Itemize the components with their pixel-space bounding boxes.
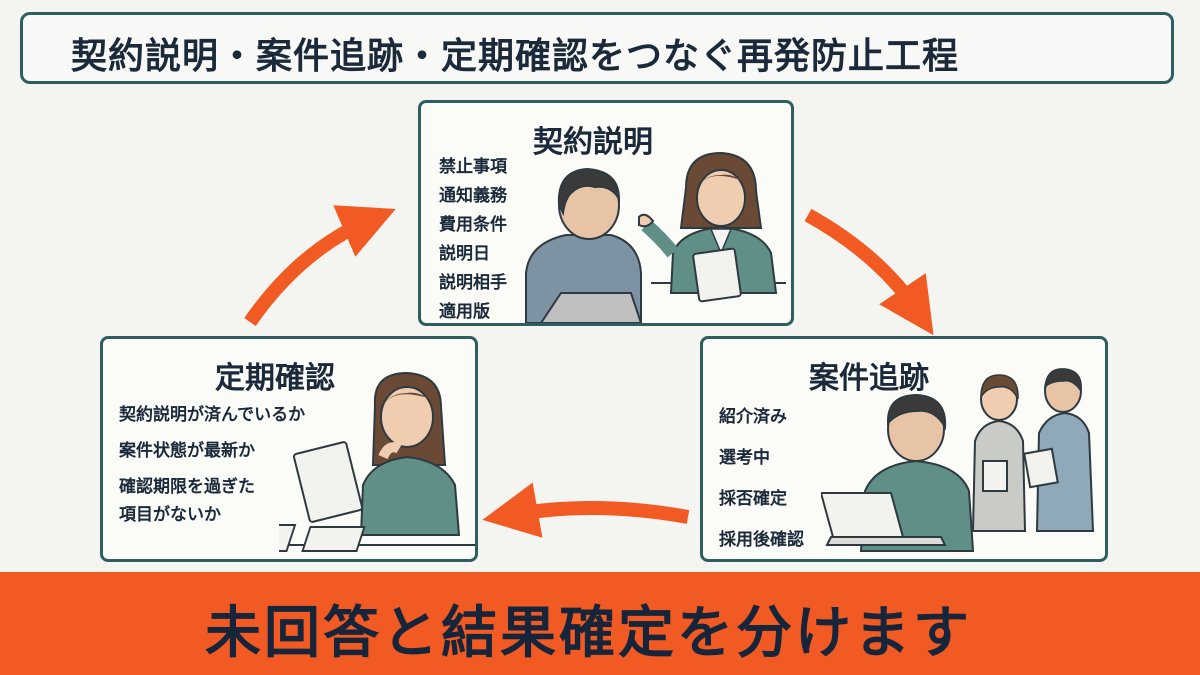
contract-item-list: 禁止事項 通知義務 費用条件 説明日 説明相手 適用版 — [439, 153, 507, 323]
tracking-item-list: 紹介済み 選考中 採否確定 採用後確認 — [719, 397, 804, 559]
tracking-item: 選考中 — [719, 448, 770, 468]
tracking-item: 採用後確認 — [719, 530, 804, 550]
periodic-item: 案件状態が最新か — [119, 441, 255, 461]
tracking-item: 採否確定 — [719, 489, 787, 509]
title-box: 契約説明・案件追跡・定期確認をつなぐ再発防止工程 — [20, 12, 1174, 84]
panel-tracking-title: 案件追跡 — [809, 361, 929, 396]
contract-item: 禁止事項 — [439, 157, 507, 177]
periodic-item: 項目がないか — [119, 505, 221, 525]
worker-figure — [821, 393, 975, 552]
panel-periodic-title: 定期確認 — [215, 361, 335, 396]
tracking-office-illustration — [821, 368, 1095, 552]
reviewer-figure — [292, 371, 461, 536]
arrow-contract-to-tracking — [804, 208, 934, 336]
bottom-banner: 未回答と結果確定を分けます — [0, 572, 1200, 675]
arrow-tracking-to-periodic — [482, 482, 690, 538]
contract-item: 適用版 — [439, 302, 490, 322]
contract-meeting-illustration — [525, 151, 786, 323]
panel-tracking: 案件追跡 紹介済み 選考中 採否確定 採用後確認 — [700, 336, 1108, 562]
banner-text: 未回答と結果確定を分けます — [205, 601, 972, 666]
colleague-figures — [971, 368, 1095, 532]
contract-item: 説明相手 — [439, 273, 507, 293]
arrow-periodic-to-contract — [244, 205, 396, 326]
client-figure — [525, 167, 643, 323]
panel-contract-title: 契約説明 — [533, 125, 653, 160]
page-title: 契約説明・案件追跡・定期確認をつなぐ再発防止工程 — [71, 36, 960, 77]
panel-periodic: 定期確認 契約説明が済んでいるか 案件状態が最新か 確認期限を過ぎた 項目がない… — [100, 336, 478, 562]
periodic-item: 確認期限を過ぎた — [119, 477, 255, 497]
contract-item: 費用条件 — [439, 215, 507, 235]
contract-item: 説明日 — [439, 244, 490, 264]
tracking-item: 紹介済み — [719, 407, 787, 427]
staff-figure — [638, 151, 778, 303]
periodic-item: 契約説明が済んでいるか — [119, 405, 306, 425]
contract-item: 通知義務 — [439, 186, 507, 206]
periodic-review-illustration — [279, 371, 475, 552]
periodic-item-list: 契約説明が済んでいるか 案件状態が最新か 確認期限を過ぎた 項目がないか — [119, 401, 305, 529]
panel-contract: 契約説明 禁止事項 通知義務 費用条件 説明日 説明相手 適用版 — [418, 100, 794, 326]
